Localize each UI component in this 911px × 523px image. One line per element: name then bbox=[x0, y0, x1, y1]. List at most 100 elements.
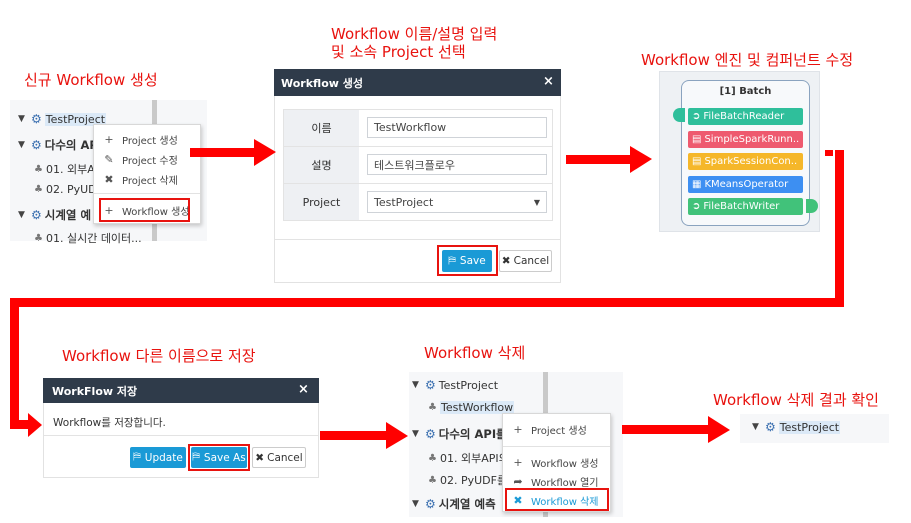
menu-item-label: Project 수정 bbox=[122, 155, 178, 167]
highlight-box bbox=[437, 245, 498, 276]
form-table bbox=[283, 109, 553, 221]
context-menu-1: + Project 생성 ✎ Project 수정 ✖ Project 삭제 +… bbox=[93, 124, 201, 224]
menu-item-workflow-open[interactable]: ➦ Workflow 열기 bbox=[503, 473, 610, 489]
close-icon: ✖ bbox=[255, 451, 265, 464]
reader-icon: ➲ bbox=[692, 111, 701, 122]
menu-item-workflow-create[interactable]: + Workflow 생성 bbox=[94, 202, 200, 218]
menu-divider bbox=[94, 193, 200, 194]
menu-item-project-edit[interactable]: ✎ Project 수정 bbox=[94, 151, 200, 167]
project-select-value: TestProject bbox=[374, 195, 434, 209]
menu-item-workflow-create[interactable]: + Workflow 생성 bbox=[503, 454, 610, 470]
component-label: FileBatchReader bbox=[703, 111, 785, 122]
arrow-head-icon bbox=[254, 139, 276, 166]
row-divider bbox=[284, 183, 552, 184]
arrow-head-icon bbox=[386, 422, 408, 449]
caret-down-icon[interactable]: ▼ bbox=[412, 429, 419, 439]
close-icon: ✖ bbox=[513, 493, 523, 507]
save-icon: ⛿ bbox=[192, 451, 200, 463]
save-icon: ⛿ bbox=[133, 451, 141, 463]
tree-project-node[interactable]: ▼ ⚙ 다수의 API를 bbox=[412, 426, 507, 442]
batch-title: [1] Batch bbox=[719, 86, 772, 97]
spark-icon: ▤ bbox=[692, 156, 702, 167]
menu-item-project-create[interactable]: + Project 생성 bbox=[503, 421, 610, 437]
component-label: SparkSessionCon.. bbox=[704, 156, 798, 167]
arrow-body bbox=[835, 150, 844, 307]
arrow-body bbox=[566, 155, 632, 164]
tree-workflow-node[interactable]: ♣ 01. 외부A bbox=[34, 161, 95, 177]
cancel-button[interactable]: ✖ Cancel bbox=[499, 250, 552, 272]
close-icon[interactable]: × bbox=[543, 74, 554, 89]
tree-project-node[interactable]: ▼ ⚙ 다수의 AP bbox=[18, 137, 98, 153]
grid-icon: ▦ bbox=[692, 179, 702, 190]
menu-divider bbox=[503, 446, 610, 447]
edit-icon: ✎ bbox=[104, 152, 114, 166]
caret-down-icon[interactable]: ▼ bbox=[412, 499, 419, 509]
menu-item-label: Workflow 열기 bbox=[531, 477, 599, 489]
tree-workflow-node[interactable]: ♣ 02. PyUDF를 bbox=[428, 472, 507, 488]
tree-project-node[interactable]: ▼ ⚙ TestProject bbox=[18, 112, 107, 126]
menu-item-project-create[interactable]: + Project 생성 bbox=[94, 131, 200, 147]
heading-edit-engine: Workflow 엔진 및 컴퍼넌트 수정 bbox=[641, 51, 854, 69]
save-as-label: Save As bbox=[203, 451, 246, 464]
tree-project-label: 다수의 API를 bbox=[438, 427, 507, 441]
dialog-title: WorkFlow 저장 bbox=[52, 384, 138, 398]
close-icon[interactable]: × bbox=[298, 382, 309, 397]
component-file-batch-reader[interactable]: ➲ FileBatchReader bbox=[688, 108, 803, 125]
update-button[interactable]: ⛿ Update bbox=[130, 447, 186, 468]
tree-workflow-label: 01. 실시간 데이터... bbox=[45, 232, 142, 245]
arrow-head-icon bbox=[708, 416, 730, 443]
name-label: 이름 bbox=[284, 110, 359, 146]
caret-down-icon[interactable]: ▼ bbox=[752, 422, 759, 432]
tree-workflow-node[interactable]: ♣ TestWorkflow bbox=[428, 401, 515, 414]
input-port[interactable] bbox=[673, 108, 685, 122]
caret-down-icon[interactable]: ▼ bbox=[18, 140, 25, 150]
component-simple-spark-runner[interactable]: ▤ SimpleSparkRunn.. bbox=[688, 131, 803, 148]
project-select[interactable]: TestProject ▼ bbox=[367, 191, 547, 213]
save-as-button[interactable]: ⛿ Save As bbox=[191, 447, 247, 468]
caret-down-icon[interactable]: ▼ bbox=[18, 210, 25, 220]
name-input[interactable]: TestWorkflow bbox=[367, 117, 547, 138]
workflow-icon: ♣ bbox=[428, 452, 437, 464]
project-icon: ⚙ bbox=[425, 378, 436, 392]
tree-project-node[interactable]: ▼ ⚙ TestProject bbox=[752, 420, 841, 434]
menu-item-workflow-delete[interactable]: ✖ Workflow 삭제 bbox=[503, 492, 610, 508]
close-icon: ✖ bbox=[501, 255, 511, 267]
component-label: KMeansOperator bbox=[704, 179, 789, 190]
tree-workflow-label: 02. PyUD bbox=[45, 183, 97, 196]
highlight-box bbox=[505, 488, 609, 511]
output-port[interactable] bbox=[806, 199, 818, 213]
tree-workflow-label: 01. 외부A bbox=[45, 163, 95, 176]
component-spark-session[interactable]: ▤ SparkSessionCon.. bbox=[688, 153, 803, 170]
menu-item-label: Workflow 생성 bbox=[122, 206, 190, 218]
tree-workflow-label: TestWorkflow bbox=[439, 401, 515, 414]
save-icon: ⛿ bbox=[448, 254, 456, 267]
writer-icon: ➲ bbox=[692, 201, 701, 212]
description-input[interactable]: 테스트워크플로우 bbox=[367, 154, 547, 175]
arrow-body bbox=[10, 298, 19, 428]
tree-project-node[interactable]: ▼ ⚙ TestProject bbox=[412, 378, 498, 392]
tree-project-node[interactable]: ▼ ⚙ 시계열 예 bbox=[18, 207, 91, 223]
dialog-title: Workflow 생성 bbox=[281, 76, 363, 90]
caret-down-icon[interactable]: ▼ bbox=[18, 114, 25, 124]
row-divider bbox=[284, 146, 552, 147]
component-kmeans-operator[interactable]: ▦ KMeansOperator bbox=[688, 176, 803, 193]
dialog-header: WorkFlow 저장 bbox=[43, 378, 319, 403]
component-file-batch-writer[interactable]: ➲ FileBatchWriter bbox=[688, 198, 803, 215]
tree-project-node[interactable]: ▼ ⚙ 시계열 예측 bbox=[412, 496, 496, 512]
tree-workflow-node[interactable]: ♣ 01. 실시간 데이터... bbox=[34, 230, 142, 246]
project-label: Project bbox=[284, 184, 359, 220]
tree-workflow-node[interactable]: ♣ 02. PyUD bbox=[34, 183, 97, 196]
caret-down-icon[interactable]: ▼ bbox=[412, 380, 419, 390]
project-icon: ⚙ bbox=[765, 420, 776, 434]
save-button[interactable]: ⛿ Save bbox=[442, 250, 492, 272]
arrow-body bbox=[10, 420, 32, 429]
heading-name-input-line2: 및 소속 Project 선택 bbox=[331, 43, 466, 61]
tree-workflow-node[interactable]: ♣ 01. 외부API의 bbox=[428, 450, 509, 466]
menu-item-project-delete[interactable]: ✖ Project 삭제 bbox=[94, 171, 200, 187]
tree-project-label: TestProject bbox=[778, 420, 841, 434]
cancel-button[interactable]: ✖ Cancel bbox=[252, 447, 306, 468]
menu-item-label: Project 삭제 bbox=[122, 175, 178, 187]
cancel-label: Cancel bbox=[267, 451, 303, 464]
workflow-icon: ♣ bbox=[428, 402, 437, 413]
dialog-footer-divider bbox=[44, 435, 318, 436]
